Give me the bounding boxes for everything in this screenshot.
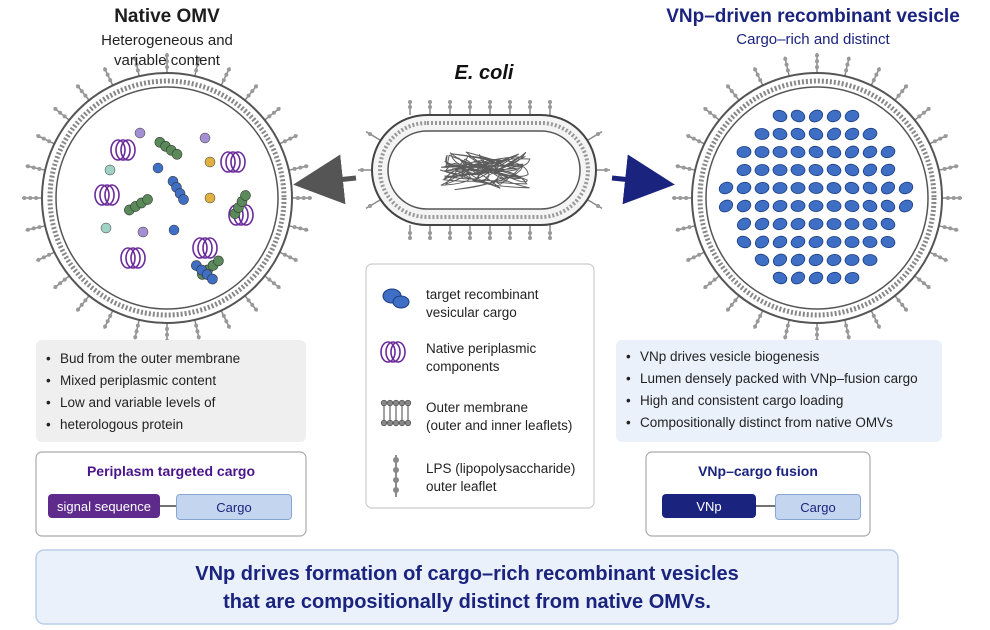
vnp-vesicle-title: VNp–driven recombinant vesicle: [648, 6, 978, 28]
arrow-to-vnp-vesicle: [612, 178, 650, 182]
bullet: Bud from the outer membrane: [44, 348, 302, 370]
vnp-bullets: VNp drives vesicle biogenesis Lumen dens…: [624, 346, 942, 434]
bullet: VNp drives vesicle biogenesis: [624, 346, 942, 368]
bullet: Mixed periplasmic content: [44, 370, 302, 392]
ecoli-title: E. coli: [384, 62, 584, 85]
cargo-pill: Cargo: [775, 494, 861, 520]
conclusion-banner: VNp drives formation of cargo–rich recom…: [36, 560, 898, 616]
arrow-to-native-omv: [318, 178, 356, 182]
native-omv-bullets: Bud from the outer membrane Mixed peripl…: [44, 348, 302, 436]
legend-membrane-label: Outer membrane(outer and inner leaflets): [426, 399, 572, 435]
legend-native-label: Native periplasmiccomponents: [426, 340, 536, 376]
signal-sequence-pill: signal sequence: [48, 494, 160, 518]
native-omv-subtitle-2: variable content: [62, 51, 272, 71]
vnp-vesicle: [672, 53, 962, 343]
legend-lps-label: LPS (lipopolysaccharide)outer leaflet: [426, 460, 575, 496]
bullet: High and consistent cargo loading: [624, 390, 942, 412]
vnp-pill: VNp: [662, 494, 756, 518]
periplasm-cargo-title: Periplasm targeted cargo: [36, 463, 306, 479]
cargo-pill: Cargo: [176, 494, 292, 520]
native-omv-title: Native OMV: [62, 6, 272, 28]
native-omv-subtitle-1: Heterogeneous and: [62, 31, 272, 51]
vnp-fusion-title: VNp–cargo fusion: [646, 463, 870, 479]
ecoli-cell: [358, 100, 610, 240]
bullet-continuation: heterologous protein: [44, 414, 302, 436]
vnp-vesicle-subtitle: Cargo–rich and distinct: [648, 31, 978, 48]
legend-cargo-label: target recombinantvesicular cargo: [426, 286, 539, 322]
bullet: Lumen densely packed with VNp–fusion car…: [624, 368, 942, 390]
bullet: Low and variable levels of: [44, 392, 302, 414]
bullet: Compositionally distinct from native OMV…: [624, 412, 942, 434]
native-omv-vesicle: [22, 53, 312, 343]
